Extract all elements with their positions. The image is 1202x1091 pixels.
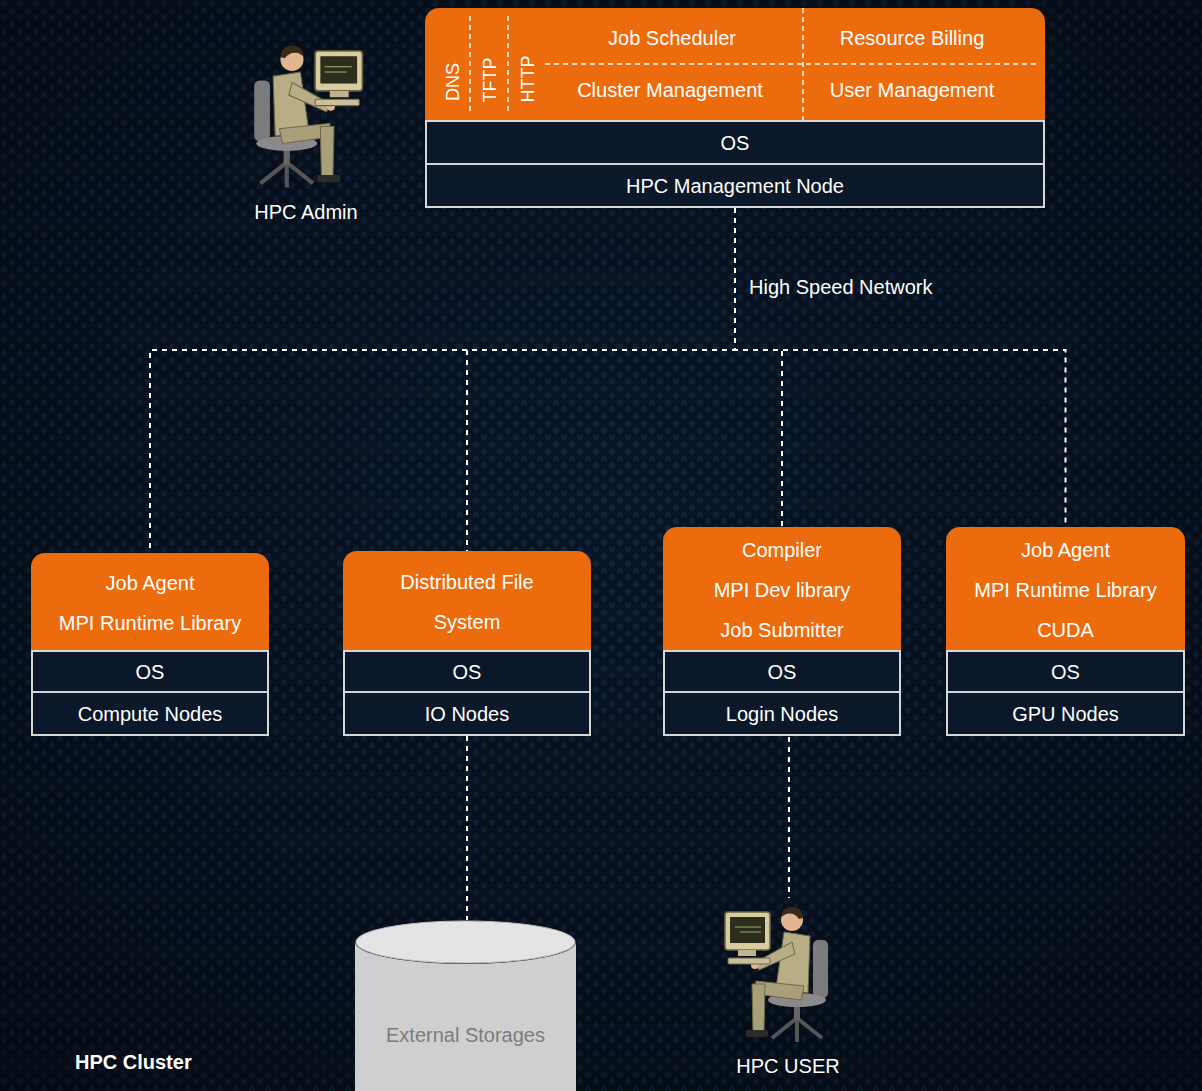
layer-label: Login Nodes [726,702,838,726]
management-software-box: DNS TFTP HTTP Job Scheduler Resource Billing… [425,8,1045,122]
os-layer: OS [663,650,901,693]
layer-label: GPU Nodes [1012,702,1119,726]
cylinder-top [356,921,575,963]
text-slot: TFTP [479,58,501,103]
node-type-layer: Compute Nodes [31,691,269,736]
node-type-layer: HPC Management Node [425,163,1045,208]
network-link [735,208,782,527]
storage-cylinder: External Storages [355,920,576,1091]
network-link [150,208,735,553]
component-label: CUDA [1037,610,1094,650]
user-link-line [788,737,790,898]
os-layer: OS [31,650,269,693]
layer-label: OS [453,660,482,684]
layer-label: OS [768,660,797,684]
component-label: Cluster Management [577,79,763,101]
component-label: Job Scheduler [608,27,736,49]
text-slot: Resource Billing [840,27,985,49]
dashed-divider [802,8,804,122]
software-box: Distributed File System [343,551,591,652]
node-type-layer: GPU Nodes [946,691,1185,736]
text-slot: User Management [830,79,995,101]
component-label: Job Agent [1021,530,1110,570]
component-label: Resource Billing [840,27,985,49]
network-link [467,208,735,551]
cylinder-body [355,942,576,1091]
text-slot: DNS [442,63,464,101]
layer-label: OS [721,131,750,155]
component-label: MPI Runtime Library [974,570,1156,610]
component-label: HTTP [517,56,539,103]
layer-label: OS [136,660,165,684]
cluster-title: HPC Cluster [75,1051,192,1074]
text-slot: Cluster Management [577,79,763,101]
component-label: User Management [830,79,995,101]
software-box: Job AgentMPI Runtime Library [31,553,269,652]
component-label: MPI Runtime Library [59,603,241,643]
storage-label: External Storages [386,1024,545,1047]
os-layer: OS [343,650,591,693]
dashed-divider [469,16,471,114]
software-box: Job AgentMPI Runtime LibraryCUDA [946,527,1185,652]
layer-label: HPC Management Node [626,174,844,198]
cylinder-shape [355,920,576,1091]
software-box: CompilerMPI Dev libraryJob Submitter [663,527,901,652]
role-label: HPC Admin [254,201,357,224]
os-layer: OS [946,650,1185,693]
component-label: DNS [442,63,464,101]
role-label: HPC USER [736,1055,839,1078]
layer-label: IO Nodes [425,702,509,726]
admin-figure [254,46,362,188]
text-slot: HTTP [517,56,539,103]
component-label: Distributed File System [397,562,537,642]
os-layer: OS [425,120,1045,165]
node-type-layer: Login Nodes [663,691,901,736]
user-figure [725,907,828,1042]
layer-label: Compute Nodes [78,702,223,726]
component-label: Job Submitter [720,610,843,650]
node-type-layer: IO Nodes [343,691,591,736]
component-label: TFTP [479,58,501,103]
network-link [466,736,468,920]
layer-label: OS [1051,660,1080,684]
text-slot: Job Scheduler [608,27,736,49]
network-link [735,208,1066,527]
dashed-divider [545,63,1037,65]
dashed-divider [507,16,509,114]
component-label: MPI Dev library [714,570,851,610]
component-label: Compiler [742,530,822,570]
component-label: Job Agent [106,563,195,603]
link-label: High Speed Network [749,276,932,299]
